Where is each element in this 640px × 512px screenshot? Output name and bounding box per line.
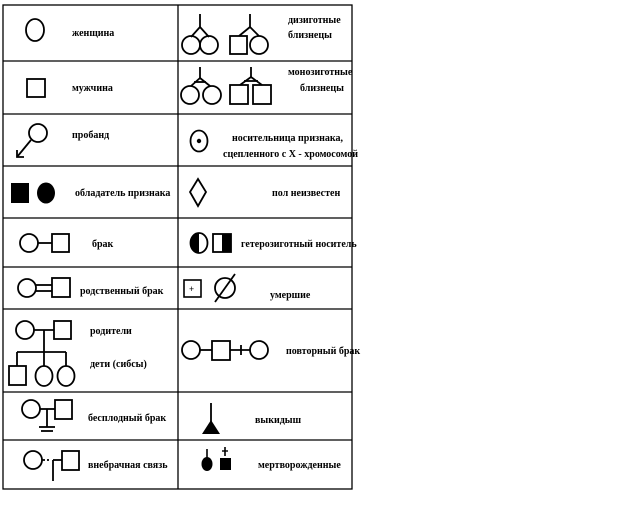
siblings-label: дети (сибсы)	[90, 359, 147, 370]
consanguineous-marriage-icon	[17, 277, 71, 298]
stillborn-label: мертворожденные	[258, 460, 341, 471]
consanguineous-marriage-label: родственный брак	[80, 286, 164, 297]
legend-row-miscarriage: выкидыш	[202, 403, 302, 434]
male-label: мужчина	[72, 83, 113, 94]
x-linked-carrier-icon	[189, 129, 209, 153]
affected-symbols-icon	[11, 182, 55, 204]
remarriage-icon	[181, 340, 269, 361]
remarriage-label: повторный брак	[286, 346, 360, 357]
monozygotic-twins-label2: близнецы	[300, 83, 344, 94]
legend-row-monozygotic-twins: монозиготные близнецы	[180, 67, 353, 105]
proband-label: пробанд	[72, 130, 109, 141]
miscarriage-icon	[202, 403, 220, 434]
legend-row-deceased: + умершие	[183, 273, 311, 303]
legend-row-sex-unknown: пол неизвестен	[188, 177, 340, 208]
extramarital-relation-label: внебрачная связь	[88, 460, 168, 471]
legend-row-extramarital-relation: внебрачная связь	[23, 450, 168, 481]
deceased-icon: +	[183, 273, 236, 303]
legend-row-heterozygous-carrier: гетерозиготный носитель	[189, 232, 357, 254]
miscarriage-label: выкидыш	[255, 415, 302, 426]
heterozygous-carrier-label: гетерозиготный носитель	[241, 239, 357, 250]
dizygotic-twins-icon	[181, 14, 269, 55]
deceased-label: умершие	[270, 290, 311, 301]
sex-unknown-diamond-icon	[188, 177, 208, 208]
x-linked-carrier-label: носительница признака,	[232, 133, 343, 144]
infertile-marriage-label: бесплодный брак	[88, 413, 166, 424]
legend-row-parents-children: родители дети (сибсы)	[8, 320, 147, 387]
female-symbol-icon	[25, 18, 45, 42]
heterozygous-carrier-icon	[189, 232, 232, 254]
parents-children-icon	[8, 320, 76, 387]
legend-row-stillborn: мертворожденные	[201, 447, 341, 471]
legend-row-x-linked-carrier: носительница признака, сцепленного с X -…	[189, 129, 358, 160]
deceased-mark: +	[189, 284, 194, 294]
stillborn-icon	[201, 447, 231, 471]
sex-unknown-label: пол неизвестен	[272, 188, 340, 199]
female-label: женщина	[72, 28, 114, 39]
monozygotic-twins-label: монозиготные	[288, 67, 353, 78]
legend-row-dizygotic-twins: дизиготные близнецы	[181, 14, 341, 55]
marriage-label: брак	[92, 239, 114, 250]
male-symbol-icon	[26, 78, 46, 98]
legend-row-proband: пробанд	[16, 123, 109, 158]
dizygotic-twins-label: дизиготные	[288, 15, 341, 26]
legend-row-affected: обладатель признака	[11, 182, 170, 204]
parents-label: родители	[90, 326, 132, 337]
infertile-marriage-icon	[21, 399, 73, 432]
legend-row-male: мужчина	[26, 78, 113, 98]
monozygotic-twins-icon	[180, 67, 272, 105]
legend-row-consanguineous-marriage: родственный брак	[17, 277, 164, 298]
legend-row-marriage: брак	[19, 233, 114, 253]
legend-row-infertile-marriage: бесплодный брак	[21, 399, 166, 432]
dizygotic-twins-label2: близнецы	[288, 30, 332, 41]
affected-label: обладатель признака	[75, 188, 170, 199]
proband-arrow-icon	[16, 123, 48, 158]
legend-row-remarriage: повторный брак	[181, 340, 360, 361]
x-linked-carrier-label2: сцепленного с X - хромосомой	[223, 149, 358, 160]
extramarital-relation-icon	[23, 450, 80, 481]
legend-row-female: женщина	[25, 18, 114, 42]
table-grid	[2, 4, 353, 490]
marriage-symbol-icon	[19, 233, 70, 253]
